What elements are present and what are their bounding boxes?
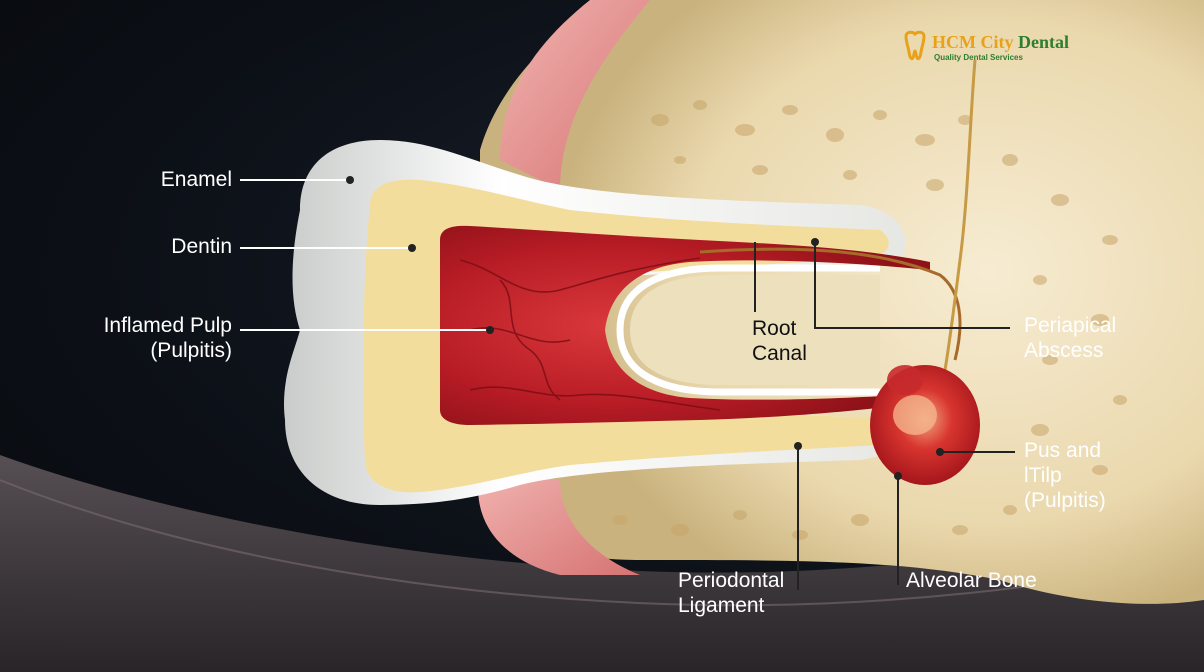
upper-gum: [500, 0, 650, 190]
leader-lines-dark: [754, 242, 1015, 590]
logo-name-part2: Dental: [1017, 32, 1069, 52]
root-fork-bone: [630, 275, 880, 385]
logo-name-part1: HCM City: [932, 32, 1014, 52]
lower-gum: [478, 470, 640, 575]
logo-tagline: Quality Dental Services: [934, 53, 1023, 62]
clinic-logo: HCM City Dental Quality Dental Services: [902, 30, 1082, 70]
label-periodontal-ligament: Periodontal Ligament: [678, 569, 785, 617]
tooth-logo-icon: [904, 30, 926, 61]
leader-dots: [346, 176, 944, 480]
label-inflamed-pulp: Inflamed Pulp (Pulpitis): [103, 314, 232, 362]
leader-lines: [240, 179, 490, 331]
pulp-chamber: [440, 225, 930, 425]
label-root-canal: Root Canal: [752, 317, 807, 365]
lower-soft-tissue: [0, 455, 1204, 672]
label-periapical-abscess: Periapical Abscess: [1024, 314, 1117, 362]
label-pus: Pus and lTilp (Pulpitis): [1024, 439, 1106, 512]
pulp-blood-vessels: [459, 257, 721, 411]
nerve-fiber: [699, 247, 962, 361]
logo-name: HCM City Dental: [932, 32, 1069, 52]
label-alveolar-bone: Alveolar Bone: [906, 569, 1037, 592]
label-enamel: Enamel: [160, 168, 232, 191]
label-dentin: Dentin: [171, 235, 232, 258]
